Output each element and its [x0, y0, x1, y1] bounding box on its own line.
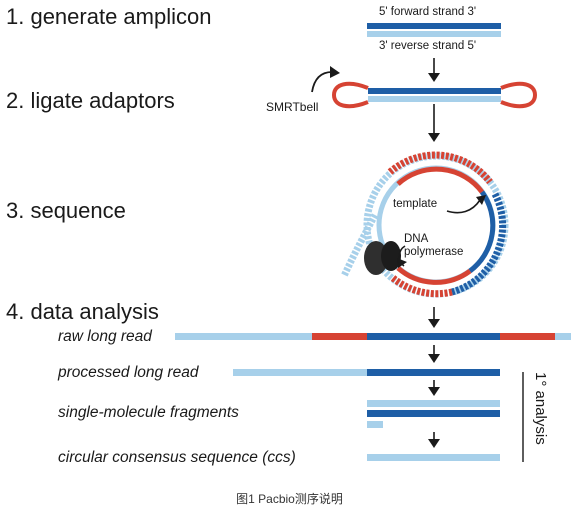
step-3-label: 3. sequence [6, 198, 126, 223]
polymerase-icon [364, 241, 401, 275]
down-arrow-4 [428, 345, 440, 363]
step-1-label: 1. generate amplicon [6, 4, 212, 29]
processed-long-read-label: processed long read [58, 364, 199, 381]
polymerase-label-line1: DNA [404, 233, 429, 245]
fragment-2 [367, 410, 500, 417]
raw-read-segment-4 [500, 333, 555, 340]
fragment-3 [367, 421, 383, 428]
single-molecule-fragments-label: single-molecule fragments [58, 404, 239, 421]
down-arrow-5 [428, 380, 440, 396]
smrtbell-label: SMRTbell [266, 100, 319, 114]
reverse-strand [367, 31, 501, 37]
fragment-1 [367, 400, 500, 407]
down-arrow-1 [428, 58, 440, 82]
ccs-read [367, 454, 500, 461]
forward-strand [367, 23, 501, 29]
polymerase-pointer-head [397, 258, 407, 268]
raw-read-segment-3 [367, 333, 500, 340]
down-arrow-2 [428, 104, 440, 142]
figure-caption: 图1 Pacbio测序说明 [236, 492, 343, 506]
down-arrow-3 [428, 307, 440, 328]
template-label: template [393, 198, 438, 210]
template-pointer-head [476, 195, 486, 205]
forward-strand-label: 5' forward strand 3' [379, 6, 477, 18]
raw-read-segment-1 [175, 333, 312, 340]
raw-read-segment-5 [555, 333, 571, 340]
down-arrow-6 [428, 432, 440, 448]
raw-read-segment-2 [312, 333, 367, 340]
smrtbell-pointer-head [330, 66, 340, 78]
ccs-label: circular consensus sequence (ccs) [58, 449, 296, 466]
step-4-label: 4. data analysis [6, 299, 159, 324]
smrtbell-construct [331, 81, 538, 109]
primary-analysis-label: 1° analysis [532, 372, 549, 445]
raw-long-read-label: raw long read [58, 328, 152, 345]
template-pointer-arrow [446, 199, 481, 214]
circular-template [340, 151, 509, 298]
step-2-label: 2. ligate adaptors [6, 88, 175, 113]
processed-read-segment-2 [367, 369, 500, 376]
polymerase-label-line2: polymerase [404, 246, 464, 258]
processed-read-segment-1 [233, 369, 367, 376]
smrtbell-pointer-arrow [311, 71, 333, 93]
reverse-strand-label: 3' reverse strand 5' [379, 40, 477, 52]
